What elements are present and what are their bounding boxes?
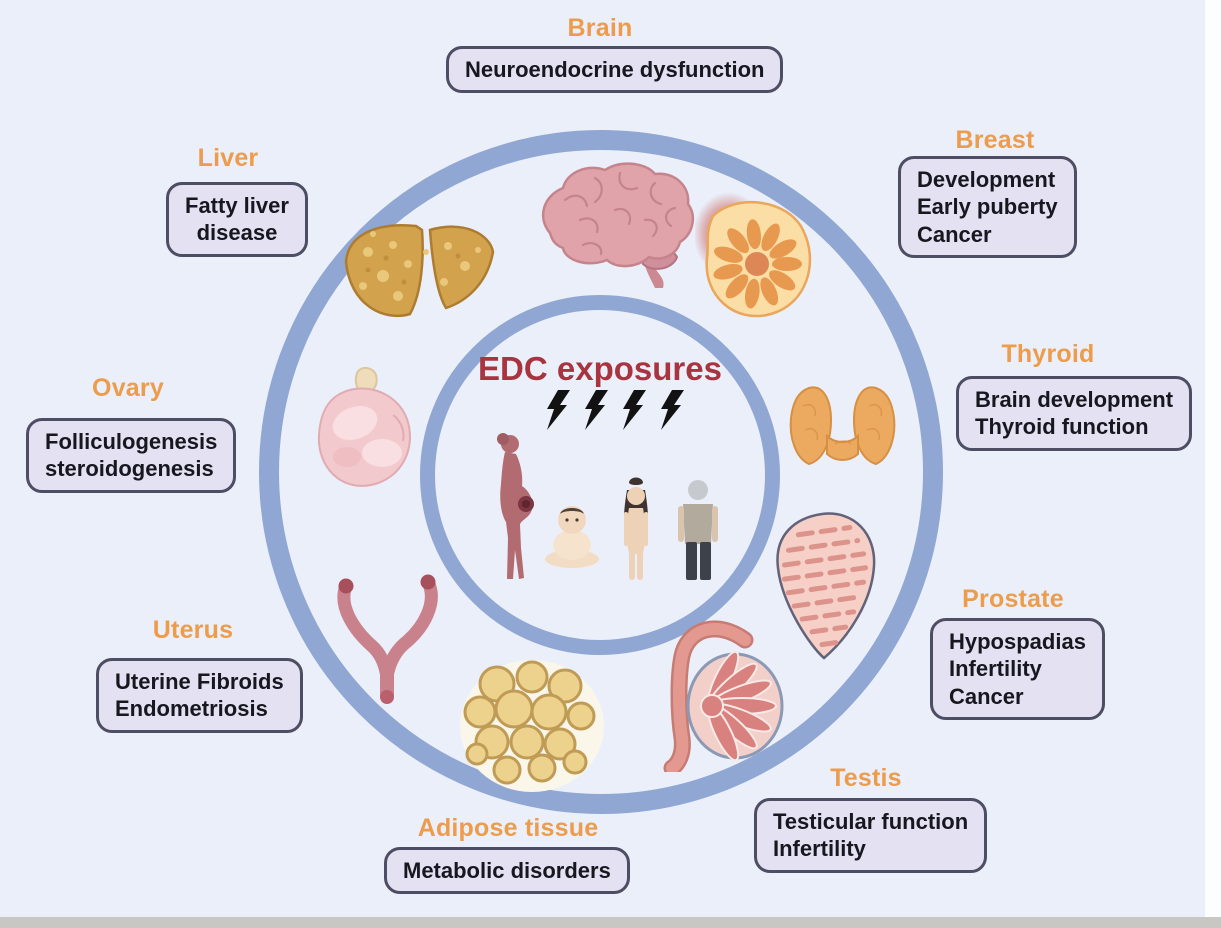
effect-line: Metabolic disorders [403, 858, 611, 883]
effect-line: disease [196, 220, 278, 246]
effect-box-ovary: Folliculogenesis steroidogenesis [26, 418, 237, 493]
effect-line: Fatty liver [185, 193, 289, 218]
lightning-bolt-icon [547, 390, 684, 430]
bottom-scrollbar[interactable] [0, 917, 1221, 928]
organ-label-breast: Breast [955, 126, 1035, 154]
center-title: EDC exposures [478, 350, 722, 387]
effect-line: Thyroid function [975, 414, 1149, 440]
brain-icon [541, 162, 695, 288]
adult-woman-figure [624, 477, 648, 580]
effect-line: Uterine Fibroids [115, 669, 284, 694]
effect-box-breast: Development Early puberty Cancer [898, 156, 1077, 258]
effect-line: Brain development [975, 387, 1174, 412]
organ-label-ovary: Ovary [92, 374, 164, 402]
ovary-icon [317, 367, 411, 487]
effect-line: Testicular function [773, 809, 969, 834]
organ-label-brain: Brain [567, 14, 633, 42]
effect-line: Infertility [773, 836, 866, 862]
right-margin-strip [1205, 0, 1221, 918]
organ-label-testis: Testis [830, 764, 902, 792]
effect-box-testis: Testicular function Infertility [754, 798, 988, 873]
effect-line: Cancer [917, 221, 992, 247]
organ-label-adipose-tissue: Adipose tissue [417, 814, 599, 842]
population-figures [497, 433, 718, 580]
adipose-tissue-icon [460, 660, 604, 792]
thyroid-icon [789, 386, 896, 466]
pregnant-woman-figure [497, 433, 534, 579]
effect-box-liver: Fatty liver disease [166, 182, 308, 257]
adult-man-figure [678, 480, 718, 580]
effect-line: Cancer [949, 683, 1024, 709]
effect-line: steroidogenesis [45, 456, 214, 482]
effect-line: Hypospadias [949, 629, 1086, 654]
uterus-icon [337, 574, 438, 704]
effect-line: Infertility [949, 656, 1042, 682]
effect-box-prostate: Hypospadias Infertility Cancer [930, 618, 1105, 720]
liver-icon [344, 224, 495, 318]
effect-box-adipose-tissue: Metabolic disorders [384, 847, 630, 895]
effect-box-thyroid: Brain development Thyroid function [956, 376, 1193, 451]
effect-line: Folliculogenesis [45, 429, 218, 454]
effect-box-brain: Neuroendocrine dysfunction [446, 46, 784, 94]
effect-line: Development [917, 167, 1056, 192]
breast-icon [695, 192, 812, 318]
organ-label-thyroid: Thyroid [1001, 340, 1095, 368]
organ-label-prostate: Prostate [962, 585, 1064, 613]
effect-box-uterus: Uterine Fibroids Endometriosis [96, 658, 303, 733]
baby-figure [545, 506, 599, 568]
testis-icon [663, 620, 784, 772]
effect-line: Neuroendocrine dysfunction [465, 57, 765, 82]
prostate-icon [776, 512, 876, 660]
organ-label-uterus: Uterus [152, 616, 234, 644]
effect-line: Early puberty [917, 194, 1058, 220]
organ-label-liver: Liver [197, 144, 259, 172]
effect-line: Endometriosis [115, 696, 268, 722]
